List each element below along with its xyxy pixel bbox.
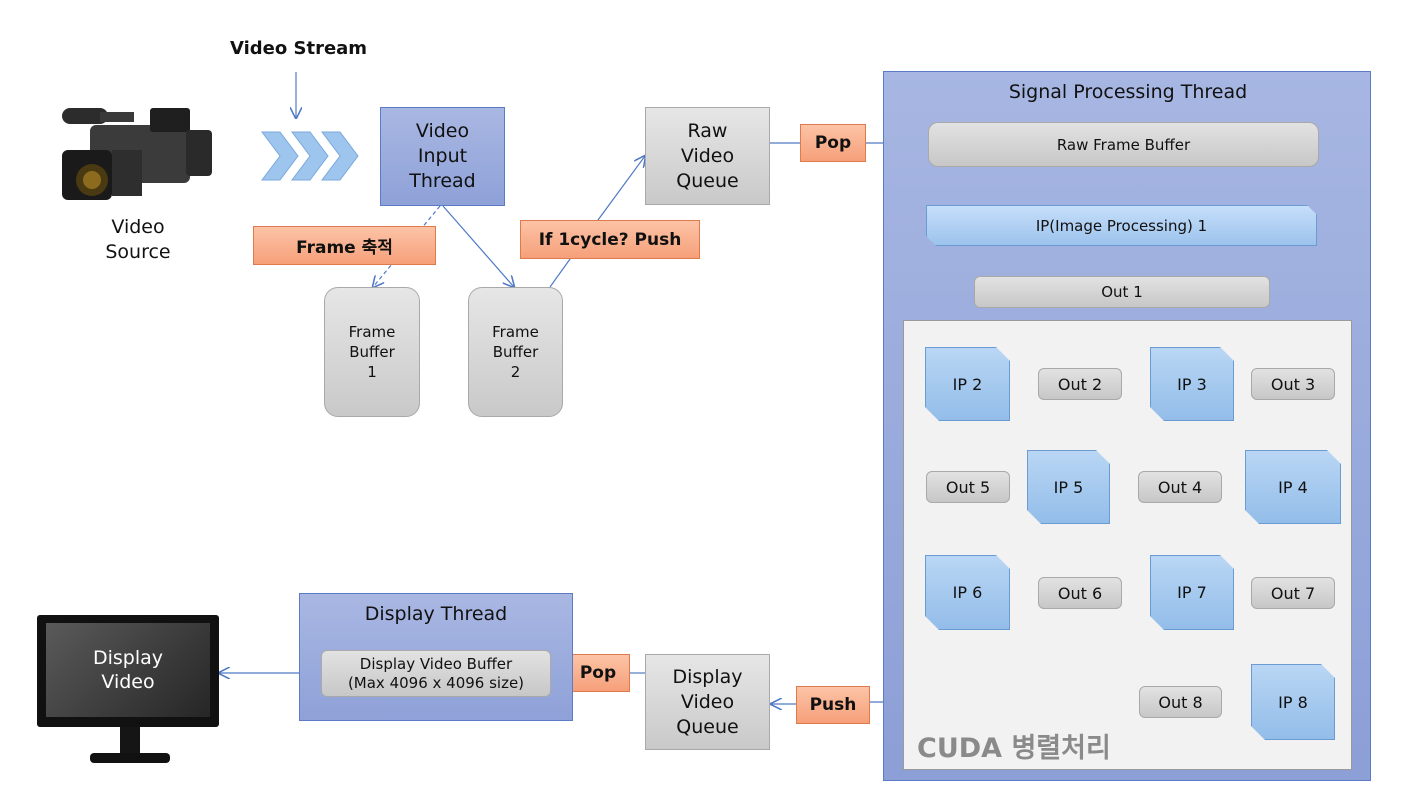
signal-thread-title: Signal Processing Thread [1008, 81, 1248, 103]
frame-buffer-1[interactable]: Frame Buffer 1 [324, 287, 420, 417]
ip1-box[interactable]: IP(Image Processing) 1 [926, 205, 1317, 246]
pop-top-label: Pop [800, 124, 866, 162]
to-framebuffer2-arrow [442, 205, 514, 287]
raw-frame-buffer[interactable]: Raw Frame Buffer [928, 122, 1319, 167]
ip2-box[interactable]: IP 2 [925, 347, 1010, 421]
ip6-box[interactable]: IP 6 [925, 555, 1010, 630]
out2-box[interactable]: Out 2 [1038, 368, 1122, 400]
video-input-thread-box[interactable]: Video Input Thread [380, 107, 505, 206]
out4-box[interactable]: Out 4 [1138, 471, 1222, 503]
ip7-box[interactable]: IP 7 [1150, 555, 1234, 630]
display-video-queue[interactable]: Display Video Queue [645, 654, 770, 750]
frame-accumulate-label: Frame 축적 [253, 226, 436, 265]
pop-bottom-label: Pop [566, 654, 630, 692]
display-video-buffer[interactable]: Display Video Buffer (Max 4096 x 4096 si… [321, 650, 551, 697]
out7-box[interactable]: Out 7 [1251, 577, 1335, 609]
out8-box[interactable]: Out 8 [1139, 686, 1222, 718]
ip3-box[interactable]: IP 3 [1150, 347, 1234, 421]
monitor-stand [120, 727, 140, 755]
out1-box[interactable]: Out 1 [974, 276, 1270, 308]
out5-box[interactable]: Out 5 [926, 471, 1010, 503]
video-source-label: Video Source [105, 216, 171, 263]
cuda-label: CUDA 병렬처리 [917, 733, 1111, 764]
display-thread-box: Display Thread Display Video Buffer (Max… [299, 593, 573, 721]
if-cycle-push-label: If 1cycle? Push [520, 220, 700, 259]
ip5-box[interactable]: IP 5 [1027, 450, 1110, 524]
ip8-box[interactable]: IP 8 [1251, 664, 1335, 740]
raw-video-queue[interactable]: Raw Video Queue [645, 107, 770, 205]
monitor-icon: Display Video [37, 615, 219, 727]
video-stream-label: Video Stream [230, 38, 368, 59]
out6-box[interactable]: Out 6 [1038, 577, 1122, 609]
out3-box[interactable]: Out 3 [1251, 368, 1335, 400]
push-bottom-label: Push [796, 686, 870, 724]
display-thread-title: Display Thread [364, 603, 508, 625]
ip4-box[interactable]: IP 4 [1245, 450, 1341, 524]
monitor-screen-text: Display Video [46, 623, 210, 717]
monitor-base [90, 753, 170, 763]
frame-buffer-2[interactable]: Frame Buffer 2 [468, 287, 563, 417]
